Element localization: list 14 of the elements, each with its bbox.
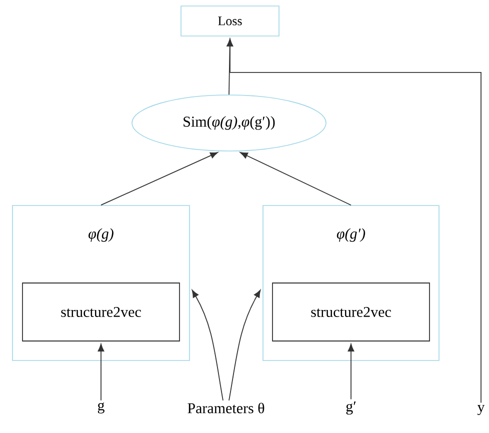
input-label: y	[477, 404, 485, 416]
encoder-box: structure2vec	[272, 282, 430, 342]
input-label: g′	[346, 401, 356, 415]
output-box: Loss	[180, 6, 280, 36]
encoder-box: structure2vec	[22, 282, 180, 342]
arrow	[226, 38, 482, 404]
input-label: Parameters θ	[188, 402, 264, 414]
arrow	[100, 152, 218, 206]
arrow	[240, 152, 352, 206]
input-label: g	[98, 402, 104, 414]
arrow	[348, 344, 354, 400]
arrow	[228, 290, 261, 401]
arrow	[98, 344, 104, 401]
arrow	[192, 290, 224, 401]
